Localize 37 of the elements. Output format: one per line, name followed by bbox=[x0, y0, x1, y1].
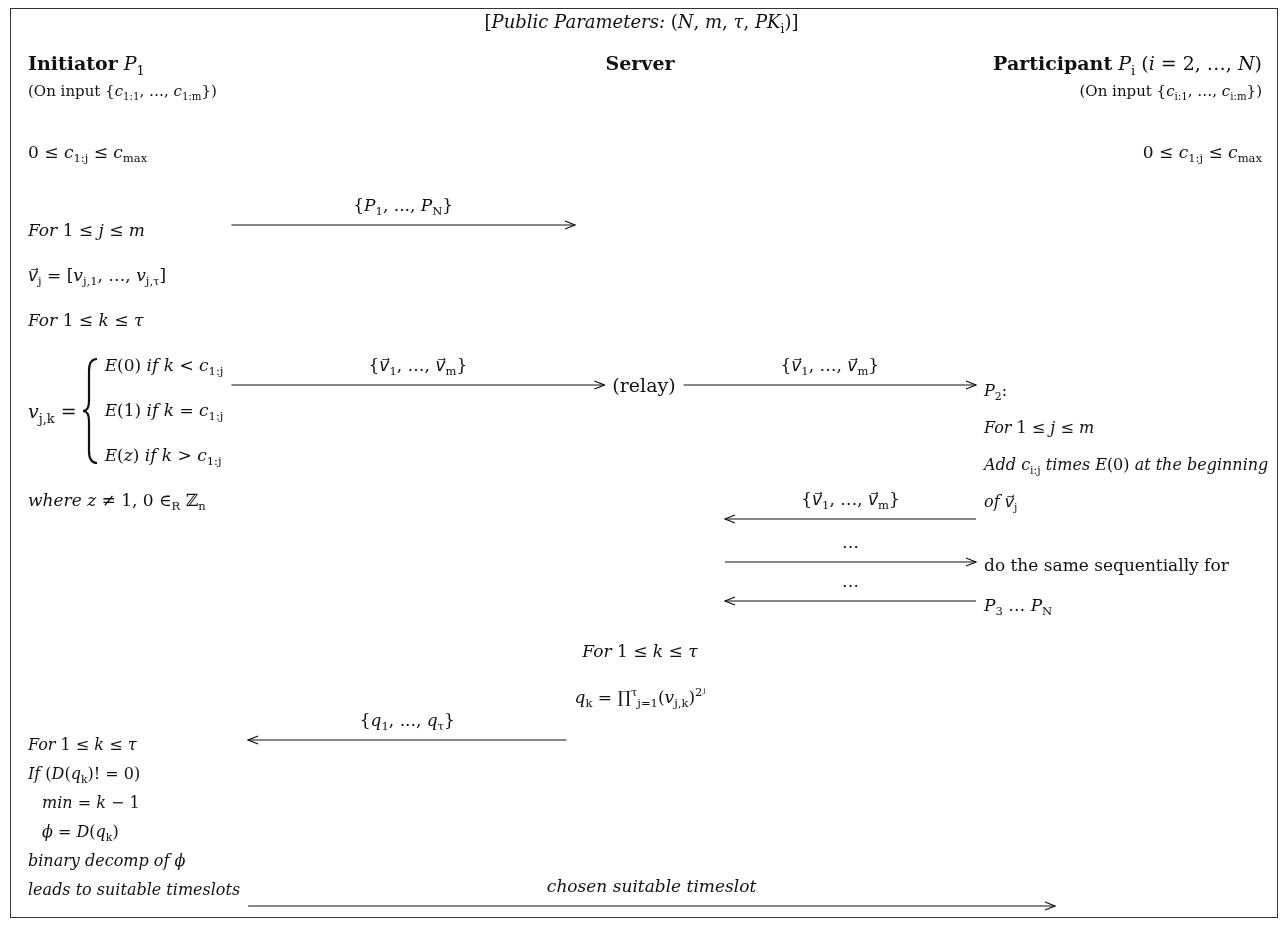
arrow bbox=[724, 596, 977, 606]
assignment: ϕ = D(q$_{k}$) bbox=[41, 821, 120, 846]
loop-statement: For 1 ≤ k ≤ τ bbox=[581, 640, 699, 663]
arrow bbox=[724, 514, 977, 524]
condition-statement: If (D(q$_{k}$)! = 0) bbox=[28, 763, 142, 788]
arrow bbox=[683, 380, 977, 390]
arrow bbox=[247, 901, 1056, 911]
case-line: E(1) if k = c$_{1:j}$ bbox=[104, 399, 224, 426]
assignment: min = k − 1 bbox=[41, 792, 141, 814]
constraint-formula: 0 ≤ c$_{1:j}$ ≤ c$_{max}$ bbox=[28, 141, 148, 164]
product-formula: q$_{k}$ = ∏$^{τ}$$_{j=1}$(v$_{j,k}$)$^{2ʲ}$ bbox=[574, 684, 706, 713]
step-description: binary decomp of ϕ bbox=[28, 850, 187, 872]
role-heading: Initiator P$_{1}$ bbox=[28, 51, 146, 78]
relay-note: (relay) bbox=[612, 373, 676, 398]
step-description: leads to suitable timeslots bbox=[28, 879, 241, 901]
formula: v$_{j,k}$ = bbox=[28, 398, 77, 426]
loop-statement: For 1 ≤ k ≤ τ bbox=[28, 309, 145, 332]
arrow bbox=[724, 557, 977, 567]
input-note: (On input {c$_{1:1}$, …, c$_{1:m}$}) bbox=[28, 81, 217, 104]
step-description: Add c$_{i:j}$ times E(0) at the beginning of v⃗$_{j}$ bbox=[984, 454, 1269, 517]
arrow bbox=[247, 735, 568, 745]
input-note: (On input {c$_{i:1}$, …, c$_{i:m}$}) bbox=[1078, 81, 1262, 104]
loop-statement: For 1 ≤ j ≤ m bbox=[28, 219, 146, 242]
case-line: E(z) if k > c$_{1:j}$ bbox=[104, 444, 223, 471]
vector-definition: v⃗$_{j}$ = [v$_{j,1}$, …, v$_{j,τ}$] bbox=[28, 264, 168, 291]
role-heading: Server bbox=[605, 51, 675, 76]
loop-statement: For 1 ≤ k ≤ τ bbox=[28, 734, 138, 756]
arrow bbox=[230, 380, 605, 390]
participant-label: P$_{2}$: bbox=[984, 380, 1009, 406]
diagram-title: [Public Parameters: (N, m, τ, PK$_{i}$)] bbox=[483, 10, 800, 36]
step-description: do the same sequentially for P$_{3}$ … P$_{N}$ bbox=[984, 554, 1230, 621]
constraint-formula: 0 ≤ c$_{1:j}$ ≤ c$_{max}$ bbox=[1142, 141, 1262, 164]
loop-statement: For 1 ≤ j ≤ m bbox=[984, 417, 1096, 439]
role-heading: Participant P$_{i}$ (i = 2, …, N) bbox=[992, 51, 1262, 78]
case-line: E(0) if k < c$_{1:j}$ bbox=[104, 354, 224, 381]
arrow bbox=[230, 220, 576, 230]
condition-note: where z ≠ 1, 0 ∈$_{R}$ ℤ$_{n}$ bbox=[28, 489, 207, 516]
